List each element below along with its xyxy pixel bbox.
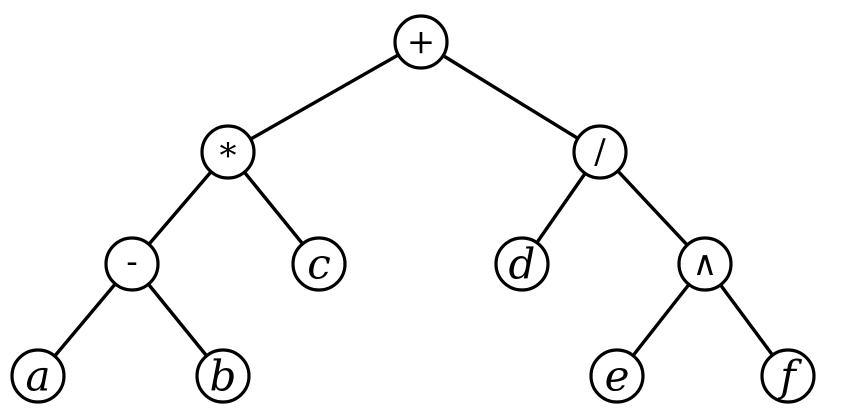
tree-node-n8: a	[10, 348, 66, 404]
node-circle	[195, 348, 251, 404]
node-circle	[393, 14, 449, 70]
tree-node-n10: e	[589, 348, 645, 404]
node-label: b	[210, 352, 237, 401]
node-label: a	[25, 352, 50, 401]
node-circle	[291, 236, 347, 292]
tree-node-n11: f	[760, 348, 816, 404]
node-label: *	[220, 136, 237, 176]
edge-n1-n2	[226, 40, 423, 154]
node-circle	[200, 124, 256, 180]
node-label: /	[594, 132, 606, 172]
node-label: d	[509, 240, 536, 289]
tree-node-n3: /	[572, 124, 628, 180]
node-circle	[104, 236, 160, 292]
tree-node-n2: *	[200, 124, 256, 180]
node-label: c	[307, 240, 331, 289]
tree-nodes: + * / - c d ∧ a b e f	[10, 14, 816, 404]
node-circle	[572, 124, 628, 180]
node-circle	[760, 348, 816, 404]
edge-n1-n3	[419, 40, 602, 154]
node-label: ∧	[693, 244, 718, 284]
node-circle	[10, 348, 66, 404]
tree-node-n5: c	[291, 236, 347, 292]
node-label: +	[407, 22, 436, 62]
node-circle	[589, 348, 645, 404]
tree-node-n6: d	[494, 236, 550, 292]
tree-node-n9: b	[195, 348, 251, 404]
tree-node-n7: ∧	[677, 236, 733, 292]
tree-node-n1: +	[393, 14, 449, 70]
node-circle	[677, 236, 733, 292]
node-circle	[494, 236, 550, 292]
node-label: e	[605, 352, 630, 401]
tree-edges	[36, 40, 790, 378]
node-label: -	[126, 242, 138, 282]
tree-node-n4: -	[104, 236, 160, 292]
